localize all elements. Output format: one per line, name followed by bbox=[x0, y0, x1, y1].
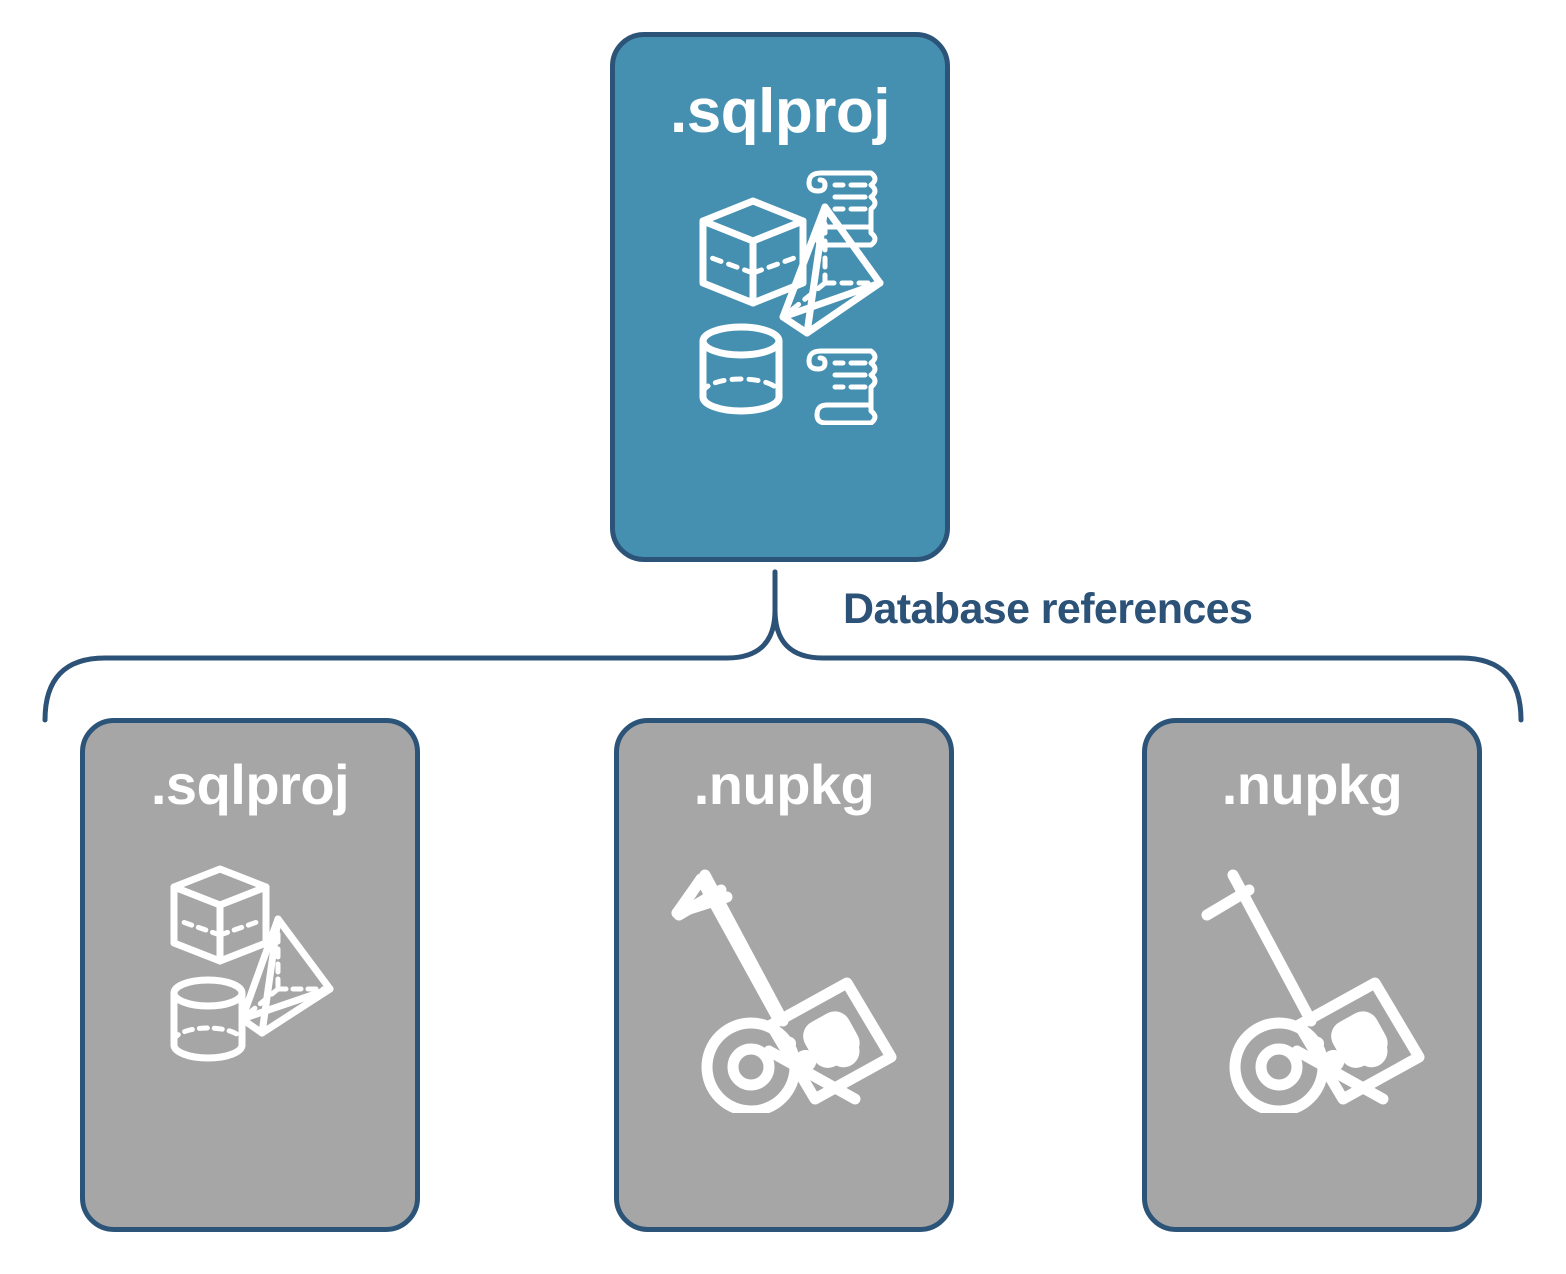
nuget-package-handtruck-icon bbox=[671, 869, 897, 1113]
package-box bbox=[765, 977, 897, 1105]
cube-shape bbox=[699, 197, 807, 307]
node-child-label-0: .sqlproj bbox=[150, 753, 350, 816]
node-child-nupkg-1[interactable]: .nupkg bbox=[614, 718, 954, 1232]
node-child-sqlproj[interactable]: .sqlproj bbox=[80, 718, 420, 1232]
cylinder-shape bbox=[170, 976, 246, 1062]
database-references-brace bbox=[42, 569, 1524, 723]
nuget-logo bbox=[1310, 1011, 1388, 1072]
hand-truck bbox=[671, 873, 783, 1023]
connector-label: Database references bbox=[843, 585, 1253, 633]
database-objects-icon bbox=[170, 865, 334, 1062]
nuget-logo bbox=[782, 1011, 860, 1072]
node-child-nupkg-2[interactable]: .nupkg bbox=[1142, 718, 1482, 1232]
cube-shape bbox=[170, 865, 270, 965]
package-box bbox=[1293, 977, 1425, 1105]
node-child-label-1: .nupkg bbox=[693, 753, 875, 816]
scroll-script-icon-bottom bbox=[806, 348, 878, 425]
node-root-label: .sqlproj bbox=[670, 77, 890, 146]
scroll-script-icon-top bbox=[806, 170, 878, 248]
nuget-package-handtruck-icon bbox=[1201, 869, 1425, 1113]
database-objects-icon bbox=[699, 170, 884, 425]
node-root-sqlproj[interactable]: .sqlproj bbox=[610, 32, 950, 562]
node-child-label-2: .nupkg bbox=[1221, 753, 1403, 816]
pyramid-shape bbox=[238, 915, 334, 1037]
cylinder-shape bbox=[699, 323, 783, 415]
